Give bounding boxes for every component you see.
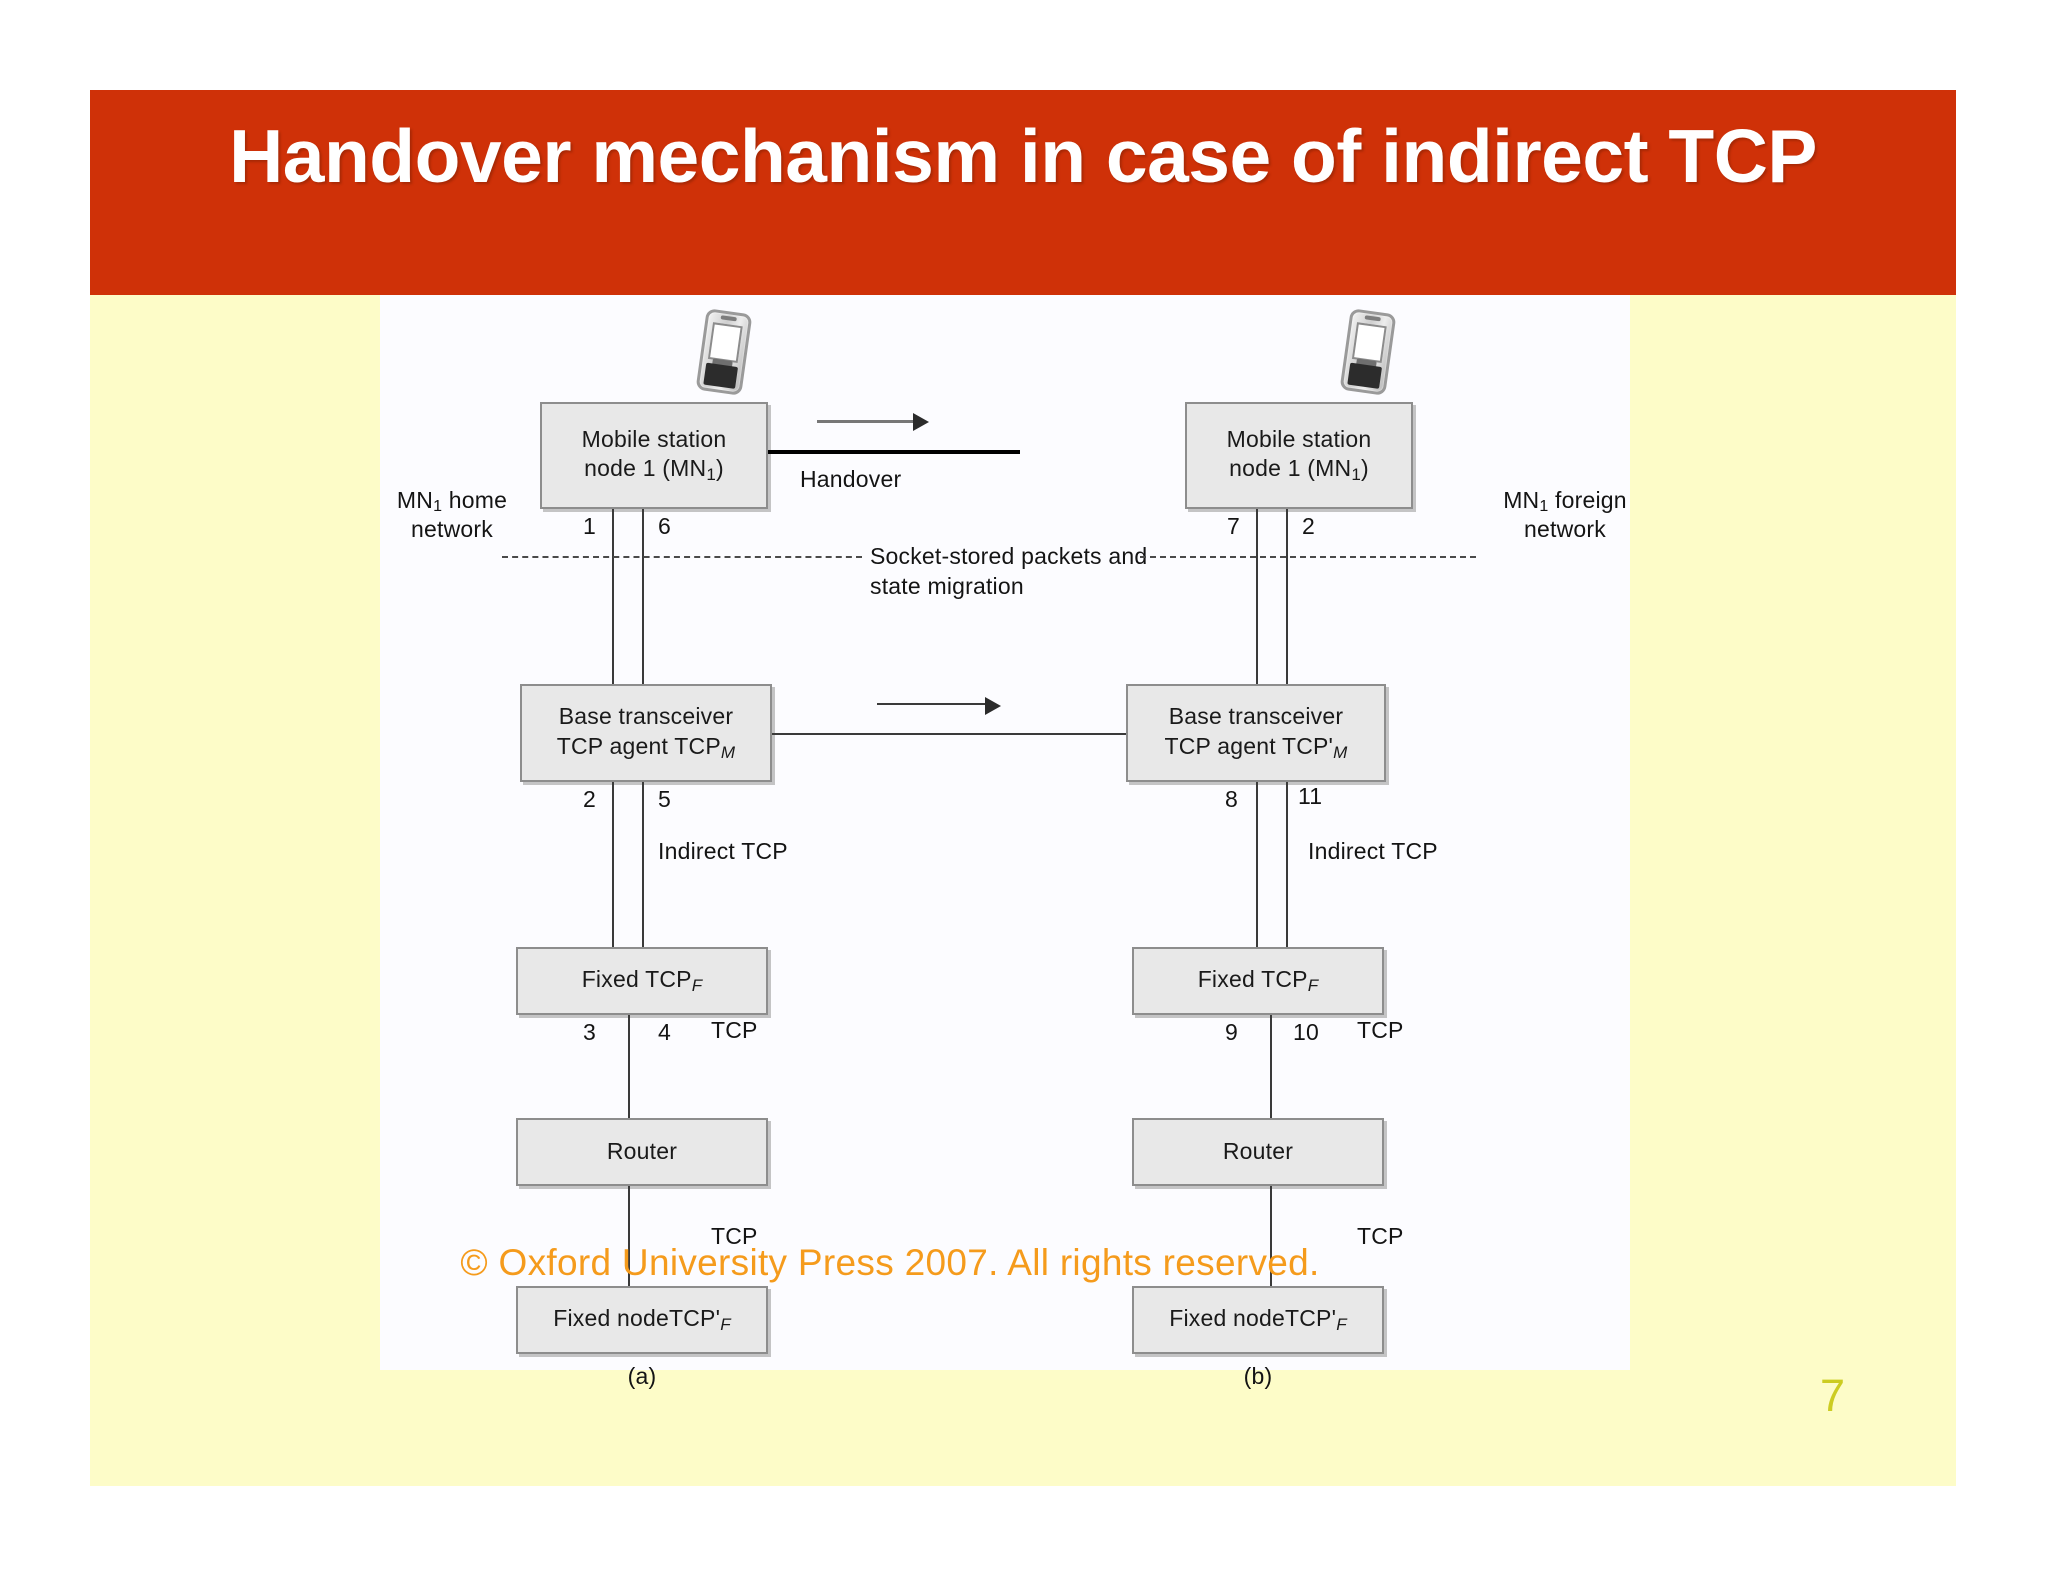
connector-left-fixed-router (628, 1015, 630, 1118)
box-base-transceiver-left: Base transceiver TCP agent TCPM (520, 684, 772, 782)
connector-right-bts-8 (1256, 782, 1258, 947)
home-network-divider (502, 556, 862, 558)
connector-label-left-1: 1 (583, 513, 596, 539)
caption-a: (a) (627, 1363, 657, 1389)
slide-title-bar: Handover mechanism in case of indirect T… (90, 90, 1956, 295)
handover-arrow-shaft (817, 420, 915, 423)
box-fixed-node-left: Fixed nodeTCP'F (516, 1286, 768, 1354)
box-fixed-node-right: Fixed nodeTCP'F (1132, 1286, 1384, 1354)
handover-link-line (768, 450, 1020, 454)
connector-right-router-fixednode (1270, 1186, 1272, 1286)
box-fixed-tcp-right: Fixed TCPF (1132, 947, 1384, 1015)
protocol-label-indirect-tcp-right: Indirect TCP (1308, 838, 1438, 864)
protocol-label-tcp-left-fixednode: TCP (711, 1223, 758, 1249)
connector-label-left-2: 2 (583, 786, 596, 812)
mn1-foreign-network-label: MN1 foreign network (1503, 487, 1627, 542)
foreign-network-divider (1140, 556, 1476, 558)
caption-b: (b) (1243, 1363, 1273, 1389)
box-router-left: Router (516, 1118, 768, 1186)
protocol-label-tcp-right-fixednode: TCP (1357, 1223, 1404, 1249)
diagram-panel: MN1 home network Mobile station node 1 (… (380, 295, 1630, 1389)
connector-left-bts-2 (612, 782, 614, 947)
connector-label-right-11: 11 (1298, 783, 1323, 809)
page-title: Handover mechanism in case of indirect T… (229, 114, 1817, 198)
mobile-phone-icon-left (695, 308, 753, 396)
box-mobile-station-right: Mobile station node 1 (MN1) (1185, 402, 1413, 509)
connector-right-bts-11 (1286, 782, 1288, 947)
box-mobile-station-left: Mobile station node 1 (MN1) (540, 402, 768, 509)
handover-label: Handover (800, 466, 902, 492)
mobile-phone-icon-right (1339, 308, 1397, 396)
connector-label-left-5: 5 (658, 786, 671, 812)
mn1-home-network-label: MN1 home network (396, 487, 508, 542)
connector-left-bts-5 (642, 782, 644, 947)
connector-label-right-10: 10 (1293, 1019, 1319, 1045)
connector-label-right-2: 2 (1302, 513, 1315, 539)
protocol-label-indirect-tcp-left: Indirect TCP (658, 838, 788, 864)
connector-label-right-9: 9 (1225, 1019, 1238, 1045)
connector-right-mn-2 (1286, 509, 1288, 684)
bts-arrow-shaft (877, 703, 987, 705)
box-base-transceiver-right: Base transceiver TCP agent TCP'M (1126, 684, 1386, 782)
protocol-label-tcp-left-router: TCP (711, 1017, 758, 1043)
socket-migration-label: Socket-stored packets and state migratio… (870, 543, 1148, 599)
protocol-label-tcp-right-router: TCP (1357, 1017, 1404, 1043)
connector-right-mn-7 (1256, 509, 1258, 684)
connector-label-right-8: 8 (1225, 786, 1238, 812)
handover-arrow-head (913, 413, 929, 431)
box-fixed-tcp-left: Fixed TCPF (516, 947, 768, 1015)
slide-canvas: Handover mechanism in case of indirect T… (90, 90, 1956, 1486)
connector-left-router-fixednode (628, 1186, 630, 1286)
page-number: 7 (1820, 1370, 1846, 1421)
connector-label-left-4: 4 (658, 1019, 671, 1045)
connector-right-fixed-router (1270, 1015, 1272, 1118)
connector-left-mn-1 (612, 509, 614, 684)
copyright-notice: © Oxford University Press 2007. All righ… (460, 1242, 1320, 1283)
connector-label-left-6: 6 (658, 513, 671, 539)
connector-label-left-3: 3 (583, 1019, 596, 1045)
bts-arrow-head (985, 697, 1001, 715)
box-router-right: Router (1132, 1118, 1384, 1186)
connector-label-right-7: 7 (1227, 513, 1240, 539)
bts-link-line (772, 733, 1126, 735)
connector-left-mn-6 (642, 509, 644, 684)
